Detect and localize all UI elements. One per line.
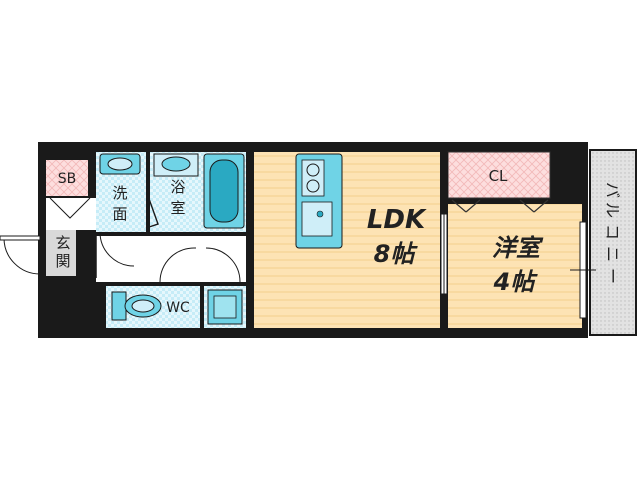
- sliding-door-ldk-yoshitsu: [440, 213, 448, 295]
- svg-text:ル: ル: [603, 202, 622, 218]
- utility-door-swing: [205, 247, 241, 283]
- bath-sink-fixture: [153, 153, 199, 177]
- svg-text:バ: バ: [603, 182, 622, 198]
- washing-machine-pan: [207, 289, 243, 325]
- label-yoshitsu-size: 4帖: [493, 268, 539, 296]
- svg-text:コ: コ: [603, 224, 622, 240]
- balcony: [589, 149, 637, 336]
- label-wc: WC: [166, 300, 190, 316]
- sb-floor: [46, 160, 88, 196]
- bathtub-fixture: [203, 153, 245, 229]
- label-balcony: バ ル コ ニ ー: [603, 182, 622, 284]
- senmen-door-swing: [99, 231, 135, 267]
- label-cl: CL: [489, 167, 508, 185]
- corridor-floor: [96, 236, 246, 282]
- closet-floor: [448, 152, 550, 198]
- ldk-floor: [254, 152, 440, 328]
- svg-text:ニ: ニ: [603, 246, 622, 262]
- entrance-door: [0, 235, 41, 275]
- closet-door-right: [519, 199, 549, 213]
- wc-door-swing: [159, 247, 197, 283]
- yoshitsu-floor: [448, 204, 582, 328]
- label-yokushitsu-1: 浴: [170, 178, 185, 196]
- closet-door-left: [451, 199, 481, 213]
- label-yokushitsu-2: 室: [170, 199, 185, 217]
- yoshitsu-window: [570, 221, 596, 319]
- label-ldk: LDK: [367, 205, 427, 235]
- bath-door: [145, 195, 159, 229]
- entry-hall-lines: [49, 197, 97, 278]
- label-sb: SB: [58, 171, 77, 187]
- svg-text:ー: ー: [603, 268, 622, 284]
- washbasin-fixture: [99, 153, 141, 175]
- label-senmen-2: 面: [112, 205, 127, 223]
- label-senmen-1: 洗: [112, 184, 127, 202]
- label-ldk-size: 8帖: [374, 240, 419, 268]
- entry-hall-floor: [46, 198, 96, 230]
- toilet-fixture: [111, 291, 162, 321]
- label-genkan-2: 関: [55, 252, 70, 270]
- label-genkan-1: 玄: [55, 234, 70, 252]
- kitchen-counter: [295, 153, 343, 249]
- label-yoshitsu: 洋室: [492, 234, 544, 262]
- interior-walls: [88, 152, 448, 328]
- genkan-floor: [46, 230, 76, 276]
